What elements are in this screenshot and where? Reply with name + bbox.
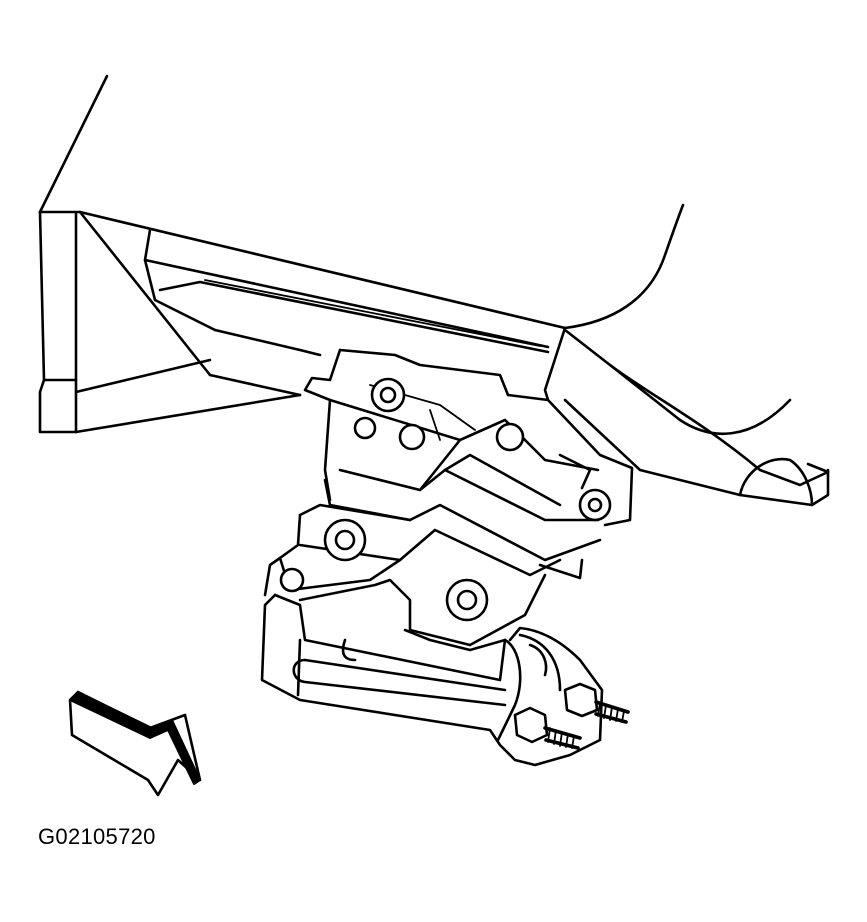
lower-mount-bracket [263, 503, 584, 652]
direction-arrow-icon [68, 690, 202, 797]
upper-mount-bracket [303, 348, 634, 562]
mount-base [260, 593, 630, 767]
engine-frame [38, 74, 830, 507]
figure-id-label: G02105720 [38, 824, 156, 849]
stud-bolt-thread [543, 700, 630, 750]
